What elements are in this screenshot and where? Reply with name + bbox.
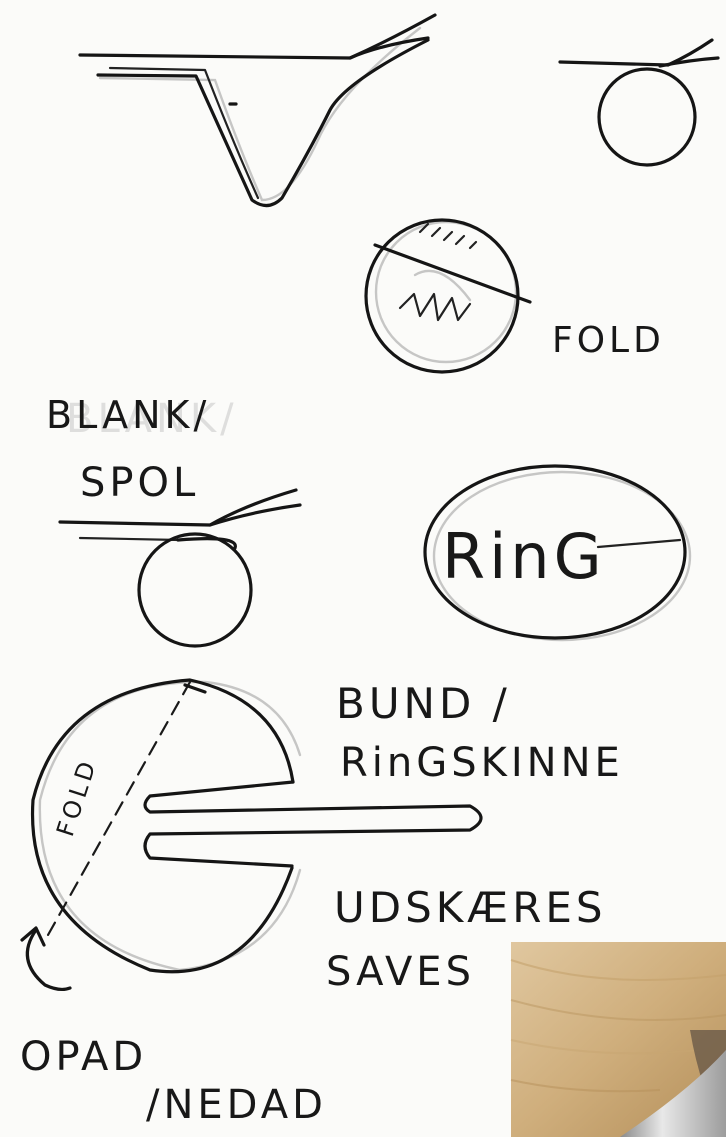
v-fold-sketch <box>80 15 435 206</box>
small-ring-sketch <box>560 40 718 165</box>
label-ring: RinG <box>442 520 606 593</box>
label-ringskinne: RinGSKINNE <box>340 740 624 786</box>
label-udskaeres: UDSKÆRES <box>334 883 607 932</box>
label-fold-vertical: FOLD <box>51 755 103 840</box>
label-fold: FOLD <box>552 320 665 361</box>
label-opad: OPAD <box>20 1034 147 1080</box>
zigzag-marks <box>400 294 470 320</box>
label-nedad: /NEDAD <box>146 1082 327 1128</box>
curved-arrow-icon <box>22 928 70 989</box>
label-blank: BLANK/ <box>46 393 210 437</box>
label-saves: SAVES <box>326 949 475 995</box>
spool-sketch <box>60 490 300 646</box>
wood-photo-inset <box>511 942 726 1137</box>
fold-circle-sketch <box>366 220 530 372</box>
label-spol: SPOL <box>80 460 199 506</box>
hatch-marks <box>420 224 476 248</box>
label-bund: BUND / <box>336 679 511 728</box>
